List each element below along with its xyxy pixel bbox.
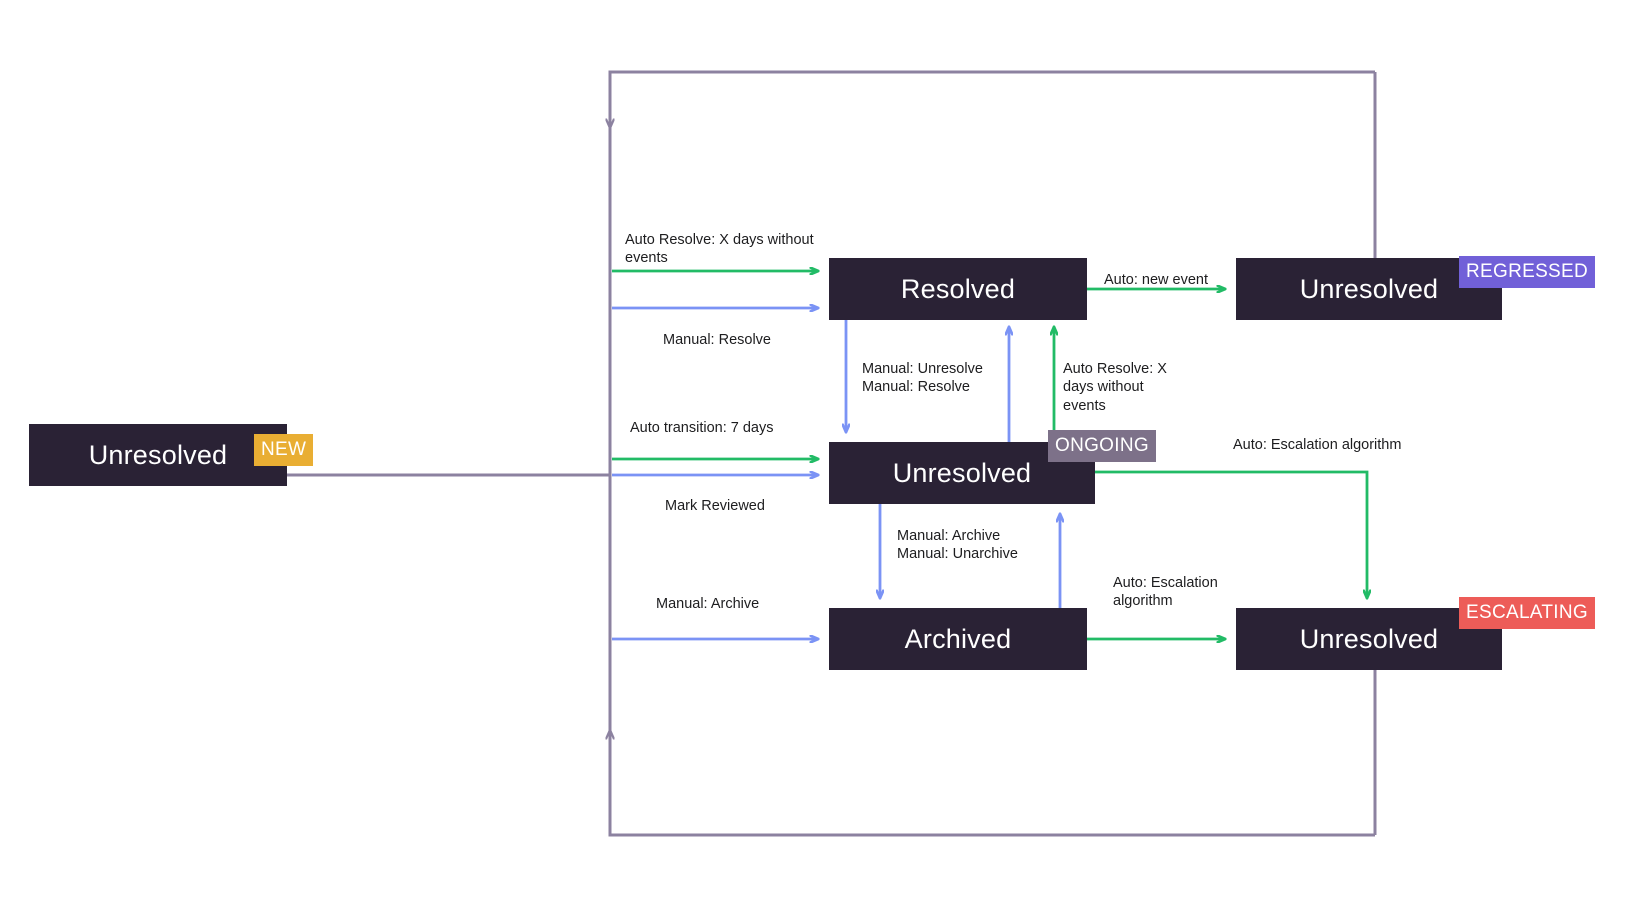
status-badge-regressed: REGRESSED [1459,256,1596,288]
status-badge-label: ESCALATING [1466,602,1588,623]
state-label: Unresolved [892,457,1032,488]
status-badge-label: NEW [261,439,307,460]
state-box-regressed-unresolved[interactable]: Unresolved [1236,258,1502,320]
status-badge-ongoing: ONGOING [1048,430,1156,462]
edge-loop-bottom-return [610,730,1375,837]
state-box-resolved[interactable]: Resolved [829,258,1087,320]
state-label: Resolved [900,273,1016,304]
edge-label-manual-unresolve-resolve: Manual: Unresolve Manual: Resolve [862,361,983,396]
edge-label-auto-resolve-x-days-mid: Auto Resolve: X days without events [1063,361,1167,414]
state-label: Unresolved [1299,623,1439,654]
state-label: Archived [904,623,1012,654]
state-label: Unresolved [88,439,228,470]
status-badge-label: ONGOING [1055,435,1149,456]
state-box-new-unresolved[interactable]: Unresolved [29,424,287,486]
status-badge-label: REGRESSED [1466,261,1589,282]
edge-label-auto-new-event: Auto: new event [1104,272,1208,288]
status-badge-new: NEW [254,434,314,466]
edge-label-auto-escalation-top: Auto: Escalation algorithm [1233,437,1402,453]
state-box-escalating-unresolved[interactable]: Unresolved [1236,608,1502,670]
edge-label-mark-reviewed: Mark Reviewed [665,498,765,514]
edge-label-manual-resolve-top: Manual: Resolve [663,332,771,348]
edge-label-manual-archive-unarchive: Manual: Archive Manual: Unarchive [897,528,1018,563]
edge-label-auto-escalation-bottom: Auto: Escalation algorithm [1113,575,1218,610]
edge-label-auto-transition-7-days: Auto transition: 7 days [630,420,774,436]
status-badge-escalating: ESCALATING [1459,597,1595,629]
edge-label-manual-archive-left: Manual: Archive [656,596,760,612]
state-box-archived[interactable]: Archived [829,608,1087,670]
edge-loop-top-incoming [610,70,1375,128]
state-label: Unresolved [1299,273,1439,304]
edge-label-auto-resolve-x-days-top: Auto Resolve: X days without events [625,232,814,267]
